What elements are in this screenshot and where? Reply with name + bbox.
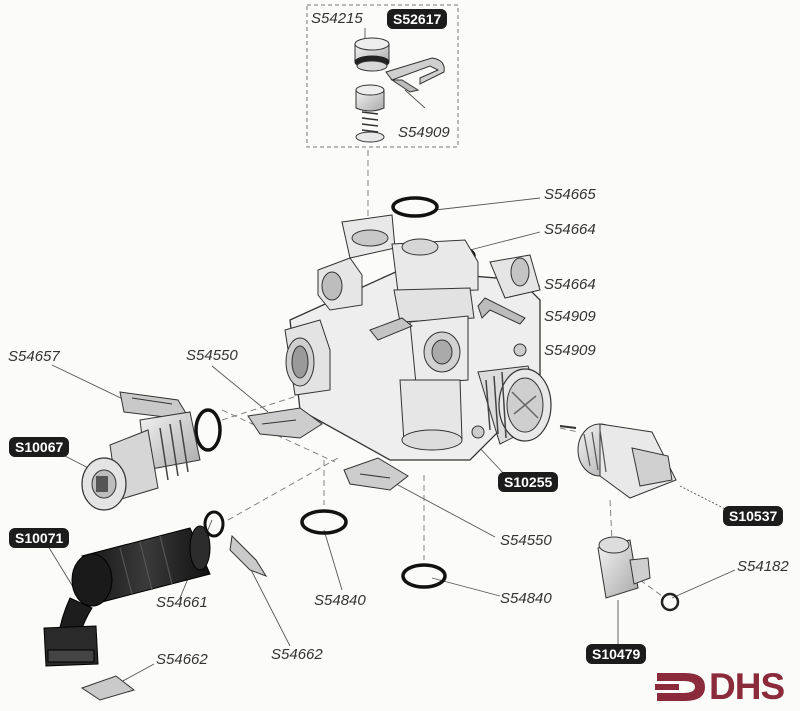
- label-s54840-b: S54840: [500, 590, 552, 607]
- pin-s54909-b: [369, 317, 413, 341]
- label-s54662-a: S54662: [156, 651, 208, 668]
- dhs-logo-text: DHS: [709, 666, 785, 707]
- label-s54657: S54657: [8, 348, 60, 365]
- label-s54664-b: S54664: [544, 276, 596, 293]
- clip-s54550-b: [343, 457, 409, 491]
- fitting-s10479: [597, 536, 651, 599]
- label-s54664-a: S54664: [544, 221, 596, 238]
- label-s54215: S54215: [311, 10, 363, 27]
- drain-elbow-s10071: [43, 525, 211, 667]
- badge-s10479: S10479: [586, 644, 647, 664]
- cap-s54215: [354, 37, 390, 72]
- kit-dashed-box: [306, 4, 459, 148]
- label-s54550-a: S54550: [186, 347, 238, 364]
- label-s54182: S54182: [737, 558, 789, 575]
- label-s54662-b: S54662: [271, 646, 323, 663]
- badge-s52617: S52617: [387, 9, 448, 29]
- o-ring-s54840-a: [300, 509, 348, 535]
- bypass-fitting-s10067: [81, 411, 201, 511]
- label-s54909-top: S54909: [398, 124, 450, 141]
- badge-s10255: S10255: [498, 472, 559, 492]
- label-s54661: S54661: [156, 594, 208, 611]
- o-ring-s54665: [391, 196, 439, 218]
- dhs-logo: DHS: [655, 667, 800, 707]
- axis-dashed-lines: [221, 150, 663, 597]
- label-s54909-a: S54909: [544, 308, 596, 325]
- pin-s54909-a: [477, 297, 526, 325]
- dhs-logo-mark: [655, 673, 705, 701]
- clip-s54662-b: [80, 675, 136, 701]
- o-ring-s54840-b: [401, 563, 447, 589]
- label-s54909-b: S54909: [544, 342, 596, 359]
- valve-cartridge-s10537: [559, 423, 677, 499]
- badge-s10537: S10537: [723, 506, 784, 526]
- o-ring-small-left: [194, 408, 222, 452]
- o-ring-s54182: [660, 592, 680, 612]
- threaded-outlet-s10255: [471, 343, 552, 445]
- o-ring-s54661: [203, 510, 225, 538]
- label-s54665: S54665: [544, 186, 596, 203]
- label-s54550-b: S54550: [500, 532, 552, 549]
- badge-s10067: S10067: [9, 437, 70, 457]
- clip-s54550-a: [247, 407, 323, 439]
- pin-s54909-top: [385, 57, 445, 93]
- clip-s54662-a: [229, 534, 268, 577]
- badge-s10071: S10071: [9, 528, 70, 548]
- check-valve-stem: [355, 84, 385, 143]
- label-s54840-a: S54840: [314, 592, 366, 609]
- main-valve-body: [284, 214, 541, 461]
